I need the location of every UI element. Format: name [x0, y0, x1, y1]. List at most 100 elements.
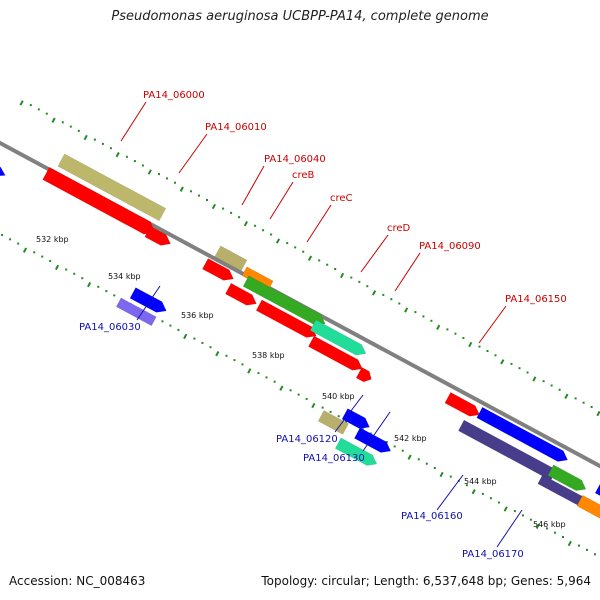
kbp-labels: 532 kbp 534 kbp 536 kbp 538 kbp 540 kbp …: [36, 235, 566, 529]
kbp-label: 532 kbp: [36, 235, 69, 244]
leader-line: [478, 305, 507, 344]
kbp-label: 546 kbp: [533, 520, 566, 529]
gene-label[interactable]: creB: [292, 170, 315, 181]
gene-label[interactable]: PA14_06170: [462, 549, 524, 560]
gene-feature: [225, 282, 257, 306]
tick-dot: [297, 393, 300, 396]
gene-feature: [317, 410, 349, 435]
tick-dot: [590, 406, 593, 408]
tick-dot: [481, 492, 484, 495]
tick-mark: [404, 307, 409, 313]
tick-dot: [358, 280, 361, 283]
tick-dot: [174, 181, 176, 184]
tick-dot: [302, 250, 305, 253]
tick-dot: [433, 467, 436, 469]
tick-mark: [115, 152, 120, 158]
leader-line: [394, 252, 421, 292]
tick-dot: [318, 259, 321, 262]
leader-lines: [120, 101, 523, 548]
gene-label[interactable]: PA14_06090: [419, 241, 481, 252]
tick-dot: [238, 216, 241, 219]
gene-label[interactable]: PA14_06130: [303, 453, 365, 464]
tick-dot: [49, 259, 52, 262]
tick-mark: [211, 203, 216, 210]
tick-mark: [407, 454, 412, 460]
tick-dot: [270, 233, 273, 236]
tick-dot: [518, 367, 521, 370]
tick-dot: [366, 285, 369, 288]
gene-feature: [57, 153, 167, 222]
tick-dot: [586, 548, 588, 551]
tick-dot: [29, 104, 32, 107]
tick-mark: [147, 169, 152, 175]
gene-label[interactable]: creC: [330, 193, 353, 204]
gene-feature: [594, 483, 600, 496]
gene-label[interactable]: PA14_06160: [401, 511, 463, 522]
tick-dot: [454, 332, 457, 335]
tick-dot: [158, 173, 160, 176]
tick-mark: [215, 351, 220, 357]
tick-dot: [414, 311, 417, 314]
tick-dot: [546, 527, 548, 530]
tick-dot: [141, 164, 144, 167]
tick-mark: [87, 282, 92, 288]
gene-feature: [476, 406, 568, 462]
tick-dot: [578, 544, 580, 547]
tick-mark: [564, 393, 569, 399]
tick-mark: [179, 186, 184, 192]
tick-dot: [166, 177, 168, 180]
tick-dot: [241, 363, 244, 366]
gene-label[interactable]: PA14_06030: [79, 322, 141, 333]
tick-dot: [33, 251, 36, 254]
gene-feature: [129, 287, 167, 313]
tick-mark: [83, 134, 88, 141]
gene-feature: [354, 427, 392, 453]
tick-dot: [350, 276, 353, 279]
leader-line: [241, 165, 265, 206]
tick-dot: [97, 285, 100, 288]
accession-text: Accession: NC_008463: [9, 574, 146, 588]
tick-mark: [500, 359, 505, 365]
tick-dot: [361, 428, 364, 431]
tick-dot: [262, 229, 265, 232]
tick-dot: [489, 497, 492, 500]
tick-mark: [503, 506, 508, 512]
tick-dot: [510, 362, 513, 365]
gene-label[interactable]: creD: [387, 223, 411, 234]
gene-feature: [309, 319, 367, 356]
tick-dot: [594, 553, 596, 556]
tick-dot: [526, 371, 529, 374]
tick-dot: [554, 531, 556, 534]
tick-mark: [596, 410, 600, 417]
tick-dot: [125, 155, 128, 158]
gene-feature: [308, 335, 363, 371]
gene-feature: [214, 245, 248, 272]
tick-mark: [51, 117, 56, 123]
gene-feature: [355, 367, 372, 383]
tick-dot: [398, 302, 401, 305]
tick-mark: [19, 100, 24, 106]
tick-dot: [289, 389, 292, 392]
tick-dot: [334, 268, 337, 270]
tick-dot: [45, 112, 48, 115]
tick-dot: [393, 445, 396, 448]
tick-dot: [558, 388, 561, 391]
gene-label[interactable]: PA14_06120: [276, 434, 338, 445]
tick-dot: [582, 401, 585, 404]
kbp-label: 542 kbp: [394, 434, 427, 443]
gene-label[interactable]: PA14_06000: [143, 90, 205, 101]
tick-dot: [37, 108, 40, 111]
leader-line: [360, 234, 389, 273]
gene-label[interactable]: PA14_06150: [505, 294, 567, 305]
kbp-label: 534 kbp: [108, 272, 141, 281]
tick-dot: [109, 147, 112, 150]
leader-line: [496, 509, 523, 548]
tick-dot: [562, 536, 564, 538]
tick-mark: [535, 523, 540, 529]
leader-line: [136, 285, 161, 321]
gene-label[interactable]: PA14_06010: [205, 122, 267, 133]
genome-summary: Topology: circular; Length: 6,537,648 bp…: [261, 574, 591, 588]
gene-label[interactable]: PA14_06040: [264, 154, 326, 165]
gene-feature: [444, 392, 480, 417]
